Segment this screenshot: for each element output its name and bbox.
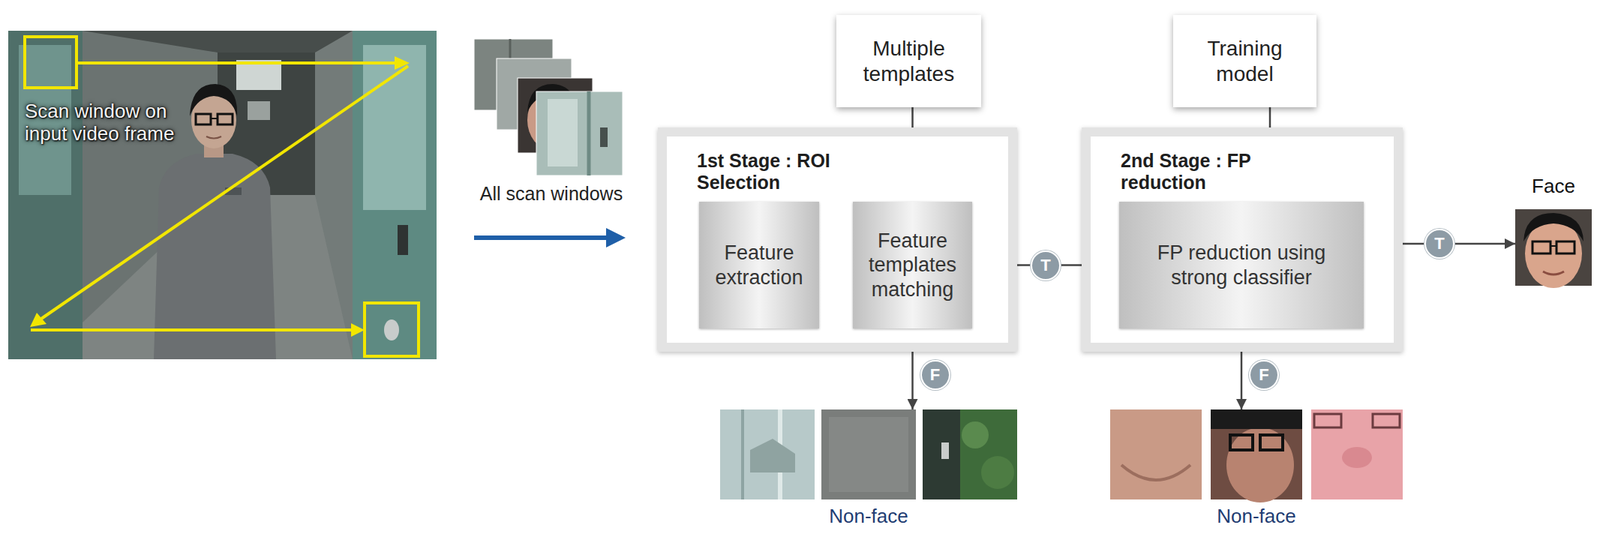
non-face-thumbnail [741,409,745,500]
non-face-thumbnail [828,417,909,493]
stage-heading: 1st Stage : ROI Selection [696,150,836,194]
scan-window-marker [30,312,47,328]
scan-window-marker [24,36,77,88]
process-box: Feature extraction [699,201,820,329]
video-frame-photo [206,136,222,139]
non-face-group: Non-face [720,409,1018,529]
non-face-thumbnail [1341,447,1372,469]
video-frame-photo [397,225,409,256]
non-face-thumbnail [941,442,949,460]
stage-panel: 2nd Stage : FP reduction FP reduction usi… [1081,127,1403,352]
non-face-thumbnail [1226,427,1294,503]
scan-window-marker [24,36,419,357]
scan-window-stack [587,91,592,176]
scan-window-stack [474,39,623,176]
non-face-thumbnail [1372,414,1400,428]
node-label: Non-face [828,505,909,529]
node-label: Face [1531,175,1576,199]
video-frame-photo [153,153,277,360]
video-frame-photo [189,84,238,117]
non-face-group: Non-face [1110,409,1403,529]
scan-window-marker [364,303,419,357]
node-label: Training model [1186,36,1303,87]
decision-badge: F [1248,360,1279,391]
video-frame-photo [315,30,353,360]
non-face-thumbnail [750,438,796,473]
non-face-thumbnail [922,409,961,500]
image-caption: All scan windows [465,183,638,205]
decision-badge: T [1030,250,1061,281]
face-thumbnail [1532,241,1551,254]
video-frame-photo [217,114,233,125]
non-face-thumbnail [1260,435,1283,451]
process-box: Feature templates matching [852,201,973,329]
scan-window-stack [547,99,578,167]
scan-window-marker [384,319,400,341]
face-thumbnail [1523,213,1584,242]
non-face-thumbnail [720,409,1403,503]
input-box: Training model [1173,15,1317,108]
flow-arrow-big [474,235,610,241]
non-face-thumbnail [922,409,1018,500]
photo-caption: Scan window on input video frame [24,100,187,146]
non-face-thumbnail [981,456,1015,490]
stage-heading: 2nd Stage : FP reduction [1120,150,1260,194]
flow-arrow-big [474,228,626,248]
node-label: FP reduction using strong classifier [1128,240,1355,290]
non-face-thumbnail [1230,435,1253,451]
stage-panel: 1st Stage : ROI SelectionFeature extract… [657,127,1018,352]
face-output: Face [1515,175,1592,286]
non-face-thumbnail [1210,409,1303,430]
edge-label: F [1258,365,1269,385]
edge-label: F [930,365,940,385]
face-thumbnail [1550,245,1557,247]
non-face-thumbnail [1311,409,1403,500]
edge-label: T [1434,234,1444,254]
non-face-thumbnail [720,409,815,500]
edge-label: T [1040,255,1051,276]
video-frame-photo [210,117,218,120]
non-face-thumbnail [1121,465,1191,481]
video-frame-photo [8,30,83,360]
node-label: Feature extraction [708,240,811,290]
process-box: FP reduction using strong classifier [1119,201,1364,329]
video-frame-photo [247,101,271,121]
video-frame-photo [8,30,437,360]
non-face-thumbnail [821,409,916,500]
scan-window-stack [536,91,623,176]
video-frame-photo [195,114,211,125]
non-face-thumbnail [1314,414,1342,428]
decision-badge: T [1424,228,1455,259]
scan-window-marker [351,323,365,337]
face-thumbnail [1542,271,1564,275]
non-face-thumbnail [961,421,989,449]
decision-badge: F [920,360,951,391]
face-thumbnail [1515,209,1592,289]
scan-window-stack [600,127,608,148]
node-label: Non-face [1216,505,1297,529]
flow-arrow-big [606,228,626,248]
scan-window-marker [30,328,353,332]
scan-window-marker [76,61,397,65]
video-frame-photo [363,45,427,211]
video-frame-photo [352,30,437,360]
video-frame-photo [8,30,437,360]
node-label: Multiple templates [849,36,968,87]
input-box: Multiple templates [836,15,982,108]
face-thumbnail [1556,241,1575,254]
non-face-thumbnail [1110,409,1202,500]
node-label: Feature templates matching [861,228,964,302]
